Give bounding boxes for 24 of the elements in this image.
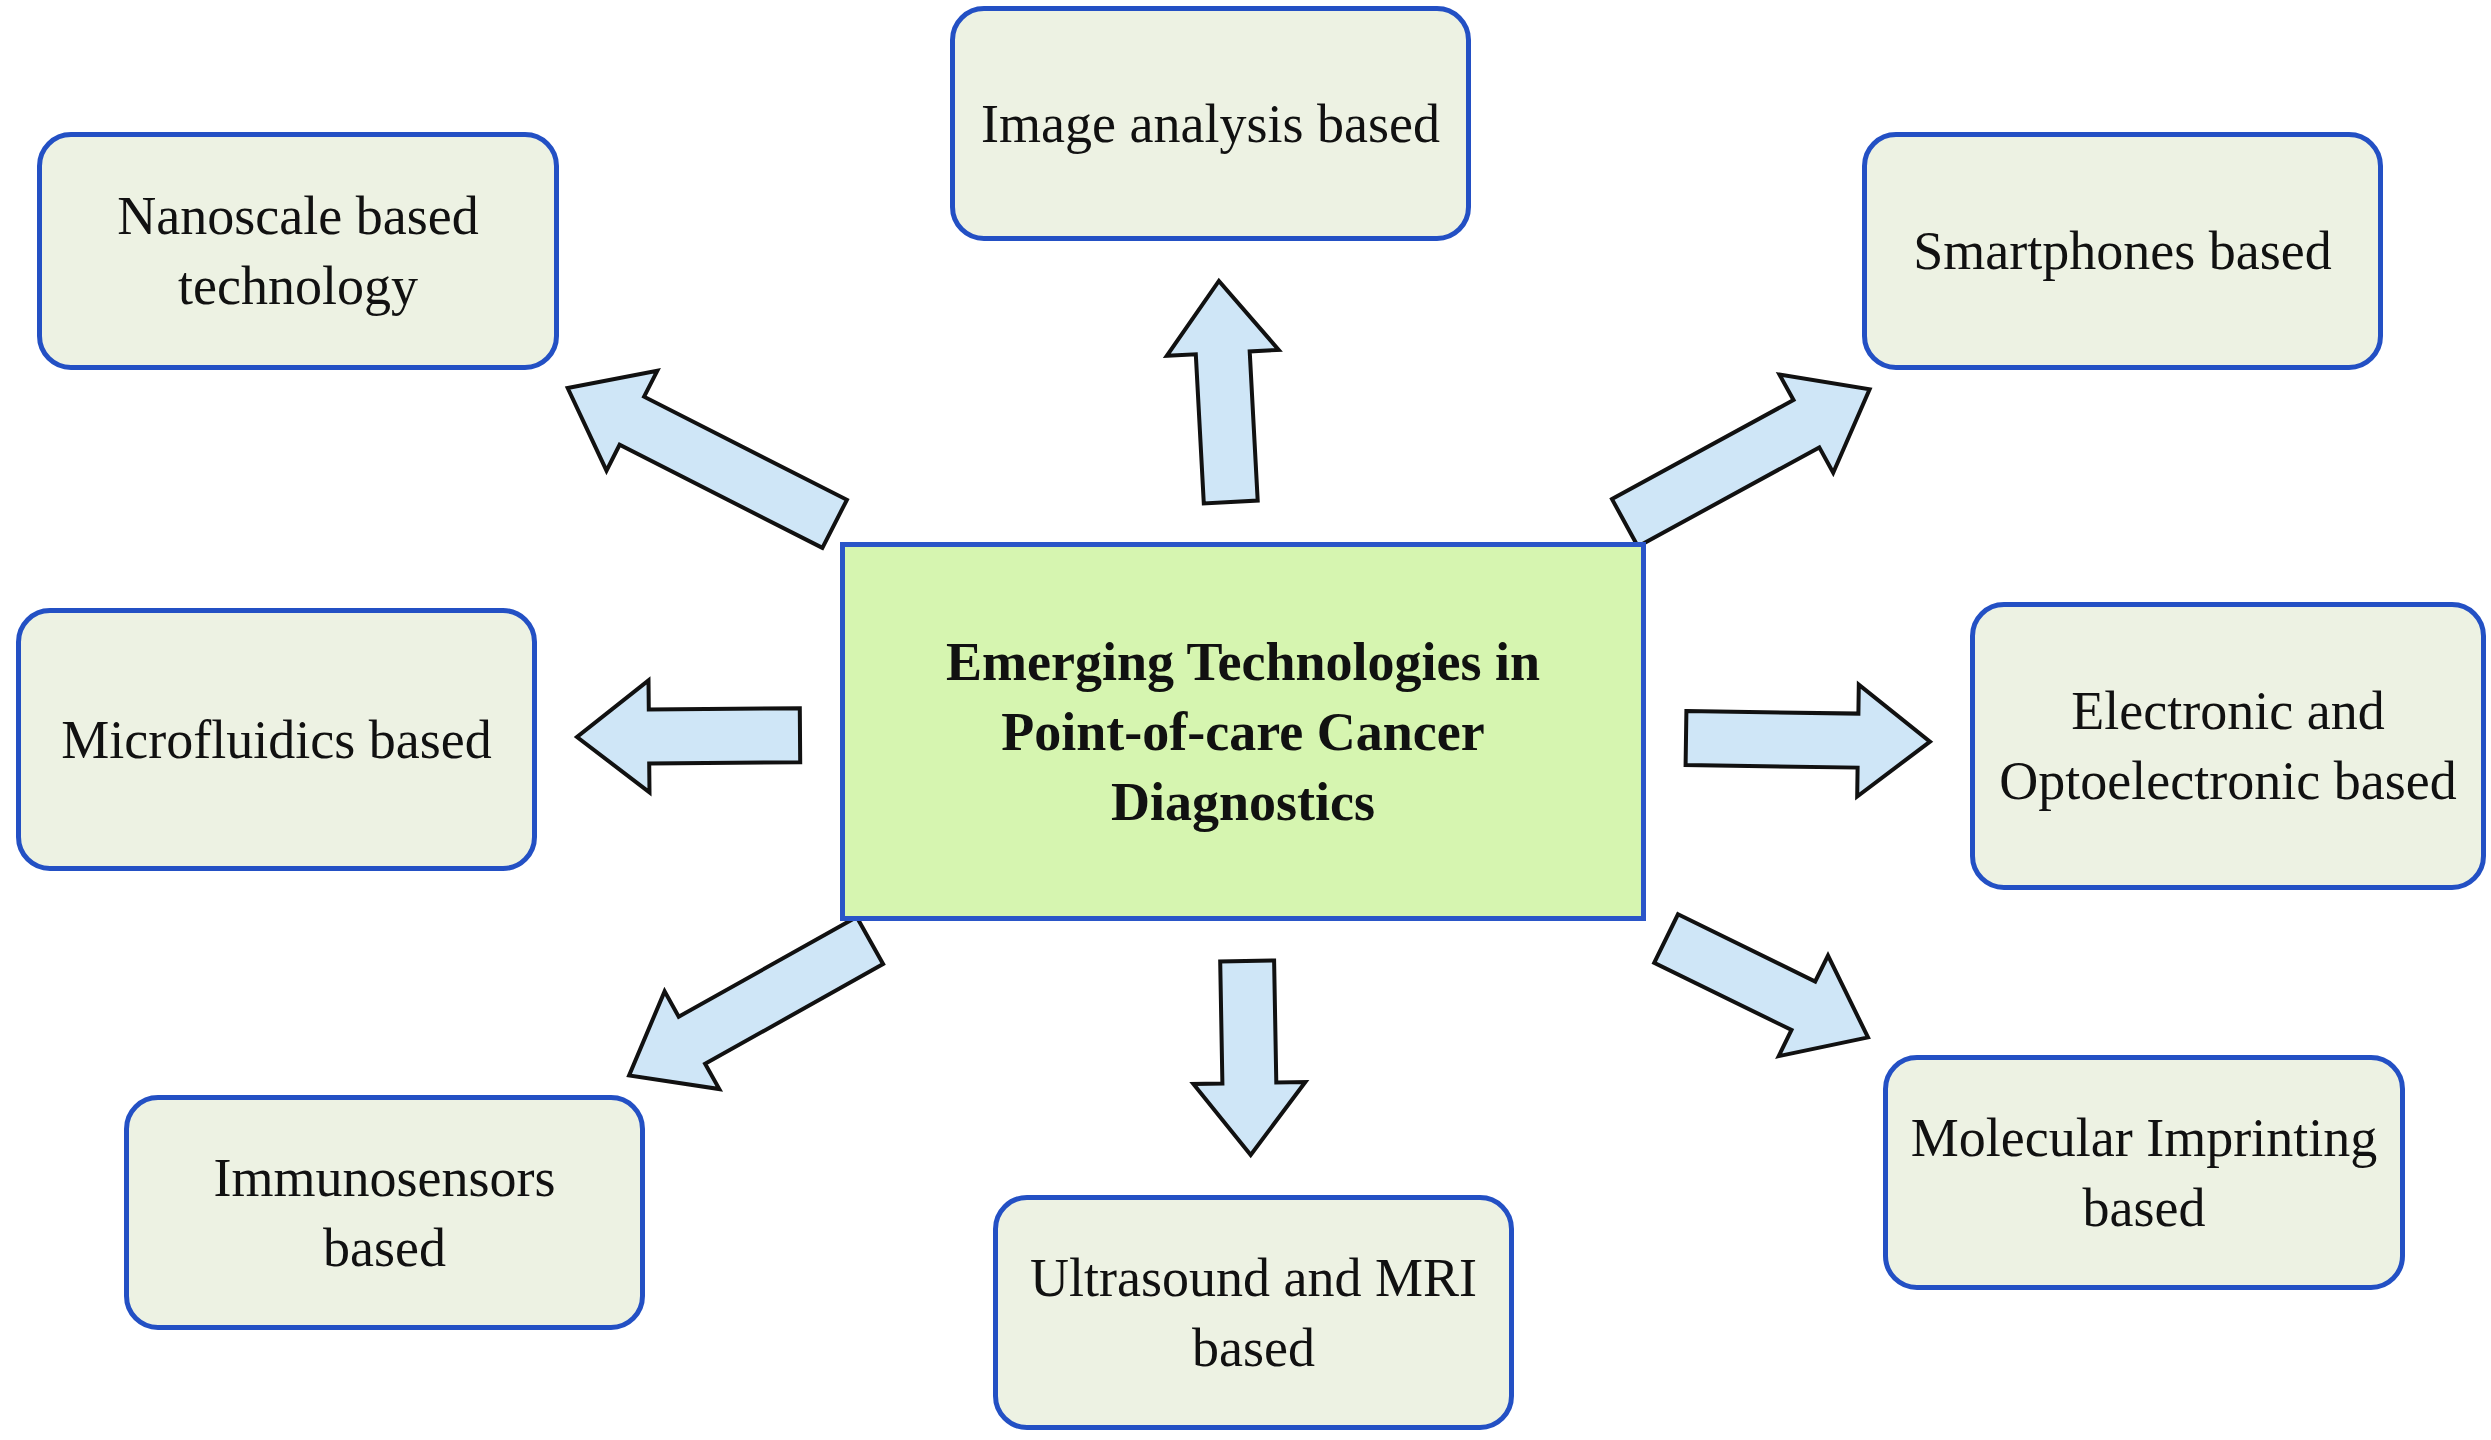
block-arrow	[1162, 277, 1283, 506]
block-arrow	[564, 368, 850, 551]
topic-title: Emerging Technologies in Point-of-care Cancer Diagnostics	[944, 630, 1542, 834]
block-arrow	[1189, 958, 1310, 1159]
block-arrow	[573, 676, 803, 797]
category-box	[1883, 1055, 2405, 1290]
category-box	[950, 6, 1471, 241]
category-label: Immunosensors based	[212, 1146, 557, 1280]
category-box	[124, 1095, 645, 1330]
category-label: Ultrasound and MRI based	[1029, 1246, 1478, 1380]
category-label: Nanoscale based technology	[116, 185, 480, 318]
category-label: Electronic and Optoelectronic based	[1998, 680, 2458, 813]
category-box	[1862, 132, 2383, 370]
topic-box	[840, 542, 1646, 921]
category-box	[993, 1195, 1514, 1430]
block-arrow	[1651, 911, 1871, 1059]
category-label: Image analysis based	[981, 92, 1440, 156]
block-arrow	[1683, 680, 1934, 801]
category-box	[16, 608, 537, 871]
category-box	[1970, 602, 2486, 890]
category-label: Molecular Imprinting based	[1909, 1106, 2379, 1240]
category-label: Microfluidics based	[61, 708, 492, 772]
category-box	[37, 132, 559, 370]
category-label: Smartphones based	[1913, 220, 2332, 283]
